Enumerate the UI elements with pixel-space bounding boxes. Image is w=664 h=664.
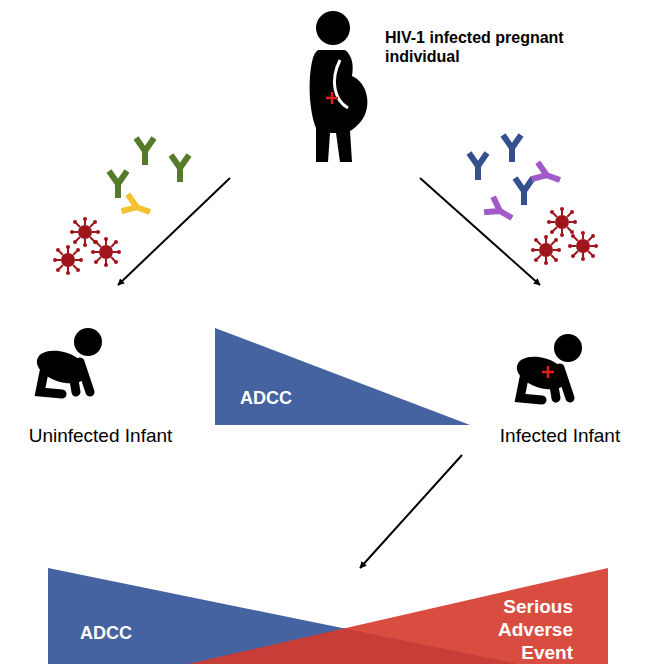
- antibody-cluster: [53, 138, 189, 275]
- pregnant-individual: HIV-1 infected pregnant individual: [215, 8, 595, 178]
- adcc-triangle: ADCC: [215, 326, 470, 426]
- arrow-connector: [420, 178, 540, 285]
- uninfected-infant: Uninfected Infant: [8, 285, 193, 455]
- node-label: ADCC: [80, 623, 160, 645]
- node-label: Uninfected Infant: [8, 425, 193, 448]
- triangle-fill: [215, 328, 470, 425]
- node-label: Serious Adverse Event: [443, 596, 573, 664]
- node-label: ADCC: [240, 388, 320, 410]
- outcome-band: ADCC Serious Adverse Event: [48, 568, 610, 664]
- triangle-fill: [188, 568, 608, 664]
- pregnant-silhouette: [310, 11, 368, 162]
- arrow-connector: [118, 178, 230, 285]
- arrow-connector: [360, 455, 462, 568]
- infected-infant: Infected Infant: [455, 285, 640, 455]
- shape-outline: [215, 326, 470, 426]
- infant-silhouette: [33, 328, 102, 394]
- infant-silhouette: [513, 334, 582, 400]
- antibody-cluster: [469, 135, 598, 265]
- node-label: HIV-1 infected pregnant individual: [385, 28, 565, 66]
- node-label: Infected Infant: [480, 425, 640, 448]
